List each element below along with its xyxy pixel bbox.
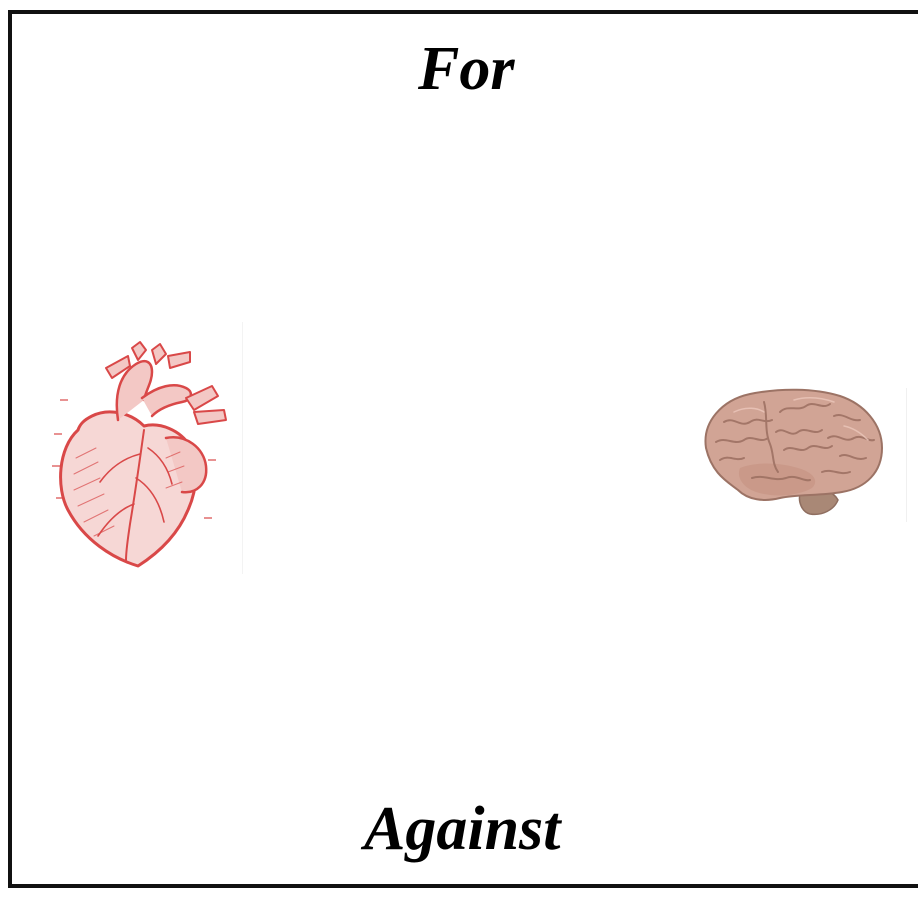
anatomical-heart-icon (48, 338, 244, 574)
brain-image-edge (906, 388, 907, 522)
for-label: For (418, 38, 514, 100)
human-brain-icon (694, 382, 888, 526)
against-label: Against (364, 798, 560, 860)
